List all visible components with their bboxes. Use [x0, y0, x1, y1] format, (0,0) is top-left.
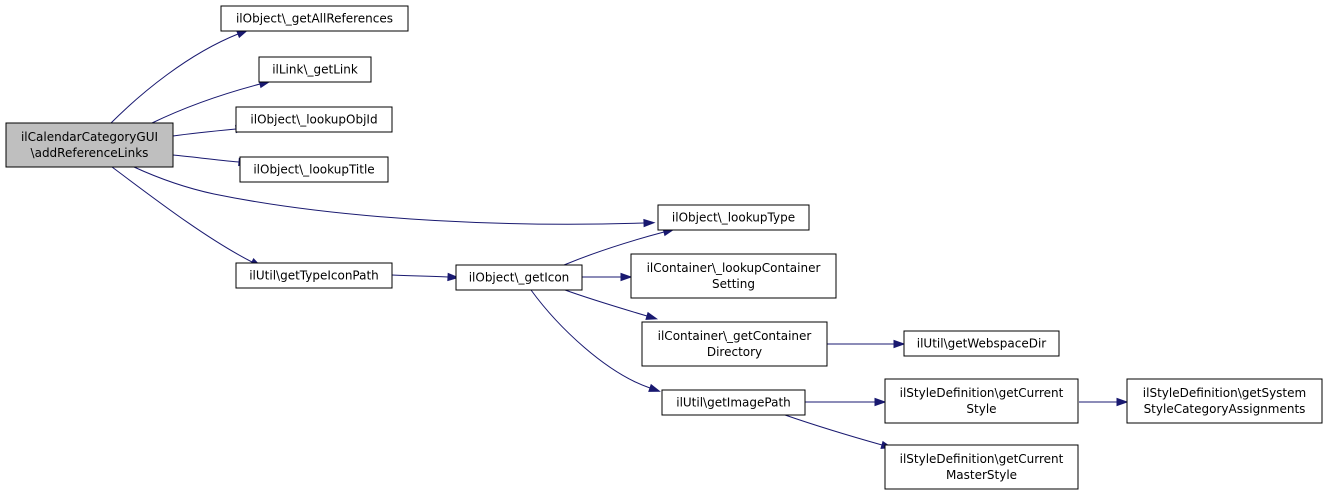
edge-line: [391, 274, 449, 278]
node-box: [657, 204, 810, 231]
node-box: [5, 122, 174, 168]
node-label: ilContainer\_getContainer: [658, 329, 812, 343]
node-label: ilCalendarCategoryGUI: [21, 130, 158, 144]
node-box: [235, 106, 393, 133]
edge-getIcon-to-getContainerDirectory: [564, 289, 659, 320]
node-box: [220, 5, 409, 32]
node-label: ilContainer\_lookupContainer: [647, 261, 821, 275]
edge-line: [172, 154, 240, 163]
edge-line: [563, 231, 665, 266]
edge-root-to-lookupTitle: [172, 154, 251, 167]
arrowhead: [874, 397, 887, 407]
arrowhead: [648, 383, 661, 392]
node-box: [1126, 378, 1323, 424]
node-label: Setting: [712, 277, 755, 291]
node-lookupType[interactable]: ilObject\_lookupType: [657, 204, 810, 231]
edge-line: [530, 289, 651, 389]
edge-root-to-lookupObjId: [172, 124, 248, 137]
node-box: [455, 264, 583, 291]
edge-getCurrentStyle-to-getSystemStyleCategoryAssignments: [1079, 397, 1129, 407]
node-box: [258, 56, 372, 83]
node-getSystemStyleCategoryAssignments[interactable]: ilStyleDefinition\getSystemStyleCategory…: [1126, 378, 1323, 424]
arrowhead: [643, 218, 656, 228]
node-getTypeIconPath[interactable]: ilUtil\getTypeIconPath: [235, 262, 393, 289]
edge-root-to-lookupType: [133, 166, 656, 228]
node-root[interactable]: ilCalendarCategoryGUI \addReferenceLinks: [5, 122, 174, 168]
node-getWebspaceDir[interactable]: ilUtil\getWebspaceDir: [903, 330, 1060, 357]
node-label: Style: [966, 402, 996, 416]
arrowhead: [447, 272, 460, 282]
edge-line: [564, 289, 648, 317]
node-label: ilObject\_getAllReferences: [236, 12, 393, 26]
edge-line: [111, 166, 253, 263]
node-getIcon[interactable]: ilObject\_getIcon: [455, 264, 583, 291]
node-label: ilStyleDefinition\getCurrent: [900, 452, 1064, 466]
arrowhead: [645, 311, 659, 320]
edge-line: [784, 414, 883, 446]
edge-getIcon-to-getImagePath: [530, 289, 661, 392]
edge-getContainerDirectory-to-getWebspaceDir: [826, 339, 906, 349]
node-label: ilStyleDefinition\getSystem: [1143, 386, 1306, 400]
node-box: [903, 330, 1060, 357]
edge-line: [133, 166, 645, 225]
edge-getImagePath-to-getCurrentStyle: [805, 397, 887, 407]
edge-getIcon-to-lookupContainerSetting: [582, 272, 633, 282]
node-label: ilUtil\getImagePath: [676, 396, 791, 410]
edge-line: [110, 33, 239, 124]
node-label: ilObject\_lookupType: [672, 211, 795, 225]
node-getAllReferences[interactable]: ilObject\_getAllReferences: [220, 5, 409, 32]
edge-line: [172, 128, 237, 137]
edge-getImagePath-to-getCurrentMasterStyle: [784, 414, 894, 449]
node-box: [235, 262, 393, 289]
node-box: [661, 389, 806, 416]
node-label: \addReferenceLinks: [31, 146, 149, 160]
node-label: ilObject\_getIcon: [469, 271, 570, 285]
node-label: MasterStyle: [946, 468, 1017, 482]
edge-root-to-getTypeIconPath: [111, 166, 263, 268]
edge-root-to-getAllReferences: [110, 29, 249, 124]
node-label: ilObject\_lookupTitle: [253, 163, 374, 177]
node-label: StyleCategoryAssignments: [1144, 402, 1306, 416]
node-getImagePath[interactable]: ilUtil\getImagePath: [661, 389, 806, 416]
node-getLink[interactable]: ilLink\_getLink: [258, 56, 372, 83]
node-lookupTitle[interactable]: ilObject\_lookupTitle: [239, 156, 389, 183]
edge-line: [151, 83, 261, 124]
node-label: ilStyleDefinition\getCurrent: [900, 386, 1064, 400]
node-box: [884, 444, 1079, 490]
node-label: ilLink\_getLink: [272, 63, 358, 77]
node-label: ilUtil\getWebspaceDir: [917, 337, 1047, 351]
node-box: [884, 378, 1079, 424]
node-lookupObjId[interactable]: ilObject\_lookupObjId: [235, 106, 393, 133]
edge-getTypeIconPath-to-getIcon: [391, 272, 460, 282]
node-box: [641, 321, 828, 367]
node-label: ilObject\_lookupObjId: [250, 113, 377, 127]
node-box: [630, 253, 837, 299]
node-label: Directory: [707, 345, 762, 359]
arrowhead: [893, 339, 906, 349]
arrowhead: [1116, 397, 1129, 407]
function-nodes: ilCalendarCategoryGUI\addReferenceLinksi…: [5, 5, 1323, 490]
node-box: [239, 156, 389, 183]
arrowhead: [620, 272, 633, 282]
node-label: ilUtil\getTypeIconPath: [249, 269, 379, 283]
